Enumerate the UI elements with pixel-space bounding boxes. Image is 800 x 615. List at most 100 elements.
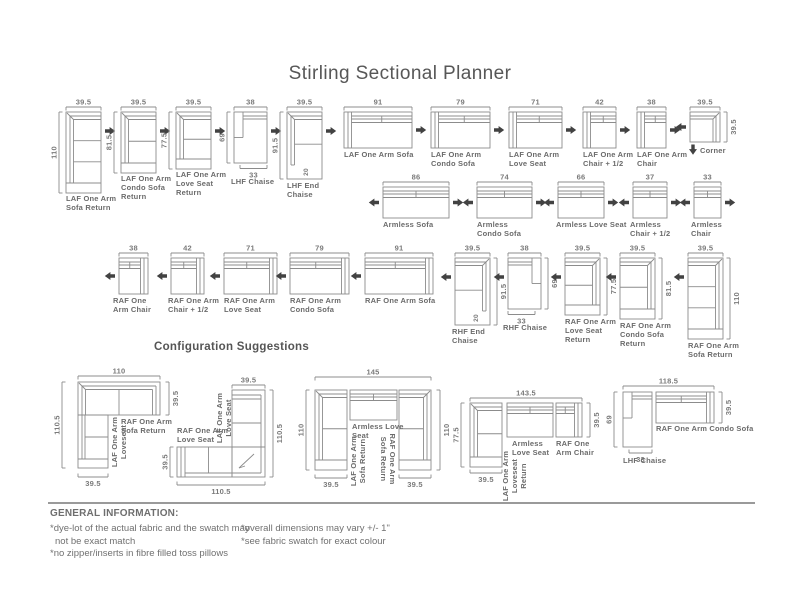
svg-text:38: 38 <box>647 98 656 107</box>
svg-text:39.5: 39.5 <box>171 391 180 406</box>
svg-text:Corner: Corner <box>700 146 726 155</box>
svg-text:39.5: 39.5 <box>241 376 256 385</box>
svg-text:39.5: 39.5 <box>575 244 590 253</box>
note-dimensions: *overall dimensions may vary +/- 1" <box>241 523 390 534</box>
note-dye-lot-cont: not be exact match <box>55 535 136 547</box>
svg-text:69: 69 <box>218 133 227 142</box>
svg-text:39.5: 39.5 <box>186 98 201 107</box>
svg-text:143.5: 143.5 <box>516 389 536 398</box>
svg-text:RHF Chaise: RHF Chaise <box>503 323 547 332</box>
divider-line <box>48 502 755 504</box>
page-title: Stirling Sectional Planner <box>288 63 512 84</box>
svg-text:LAF One ArmLove Seat: LAF One ArmLove Seat <box>215 393 233 443</box>
svg-text:39.5: 39.5 <box>85 479 100 488</box>
svg-text:39.5: 39.5 <box>698 244 713 253</box>
svg-text:LAF One ArmSofa Return: LAF One ArmSofa Return <box>349 436 367 486</box>
svg-text:110: 110 <box>442 424 451 437</box>
svg-text:86: 86 <box>412 173 421 182</box>
svg-text:39.5: 39.5 <box>131 98 146 107</box>
svg-text:RAF One ArmSofa Return: RAF One ArmSofa Return <box>688 341 739 359</box>
svg-text:91: 91 <box>374 98 383 107</box>
svg-text:20: 20 <box>303 168 310 176</box>
note-swatch: *see fabric swatch for exact colour <box>241 535 386 547</box>
svg-text:42: 42 <box>183 244 192 253</box>
svg-text:RAF One ArmLove Seat: RAF One ArmLove Seat <box>177 426 228 444</box>
svg-text:77.5: 77.5 <box>452 427 461 442</box>
svg-text:38: 38 <box>246 98 255 107</box>
svg-text:69: 69 <box>605 415 614 424</box>
svg-text:RAF One Arm Condo Sofa: RAF One Arm Condo Sofa <box>656 424 754 433</box>
svg-text:RAF One Arm Sofa: RAF One Arm Sofa <box>365 296 436 305</box>
general-info-heading: GENERAL INFORMATION: <box>50 508 179 519</box>
svg-text:39.5: 39.5 <box>630 244 645 253</box>
svg-text:77.5: 77.5 <box>160 133 169 148</box>
svg-text:39.5: 39.5 <box>323 480 338 489</box>
svg-text:81.5: 81.5 <box>105 135 114 150</box>
svg-text:38: 38 <box>520 244 529 253</box>
svg-text:RAF One ArmSofa Return: RAF One ArmSofa Return <box>121 417 172 435</box>
svg-text:33: 33 <box>636 455 645 464</box>
svg-text:110: 110 <box>297 424 306 437</box>
general-info-notes-right: *overall dimensions may vary +/- 1" *see… <box>241 523 390 548</box>
svg-text:39.5: 39.5 <box>729 119 738 134</box>
svg-text:37: 37 <box>646 173 655 182</box>
configuration-suggestions-title: Configuration Suggestions <box>154 341 310 353</box>
svg-text:71: 71 <box>531 98 540 107</box>
svg-text:110: 110 <box>113 367 126 376</box>
note-dye-lot: *dye-lot of the actual fabric and the sw… <box>50 523 250 534</box>
svg-text:39.5: 39.5 <box>465 244 480 253</box>
svg-text:110.5: 110.5 <box>275 424 284 443</box>
svg-text:38: 38 <box>129 244 138 253</box>
svg-text:39.5: 39.5 <box>697 98 712 107</box>
svg-text:71: 71 <box>246 244 255 253</box>
general-info-notes-left: *dye-lot of the actual fabric and the sw… <box>50 523 250 561</box>
svg-text:33: 33 <box>517 317 526 326</box>
svg-text:66: 66 <box>577 173 586 182</box>
svg-text:Armless Love Seat: Armless Love Seat <box>556 220 627 229</box>
svg-text:69: 69 <box>550 279 559 288</box>
svg-text:91.5: 91.5 <box>271 138 280 153</box>
svg-text:79: 79 <box>456 98 465 107</box>
svg-text:74: 74 <box>500 173 509 182</box>
svg-text:110: 110 <box>732 292 741 305</box>
svg-text:33: 33 <box>703 173 712 182</box>
svg-text:91.5: 91.5 <box>499 284 508 299</box>
svg-text:LAF One ArmSofa Return: LAF One ArmSofa Return <box>66 194 116 212</box>
svg-text:39.5: 39.5 <box>592 412 601 427</box>
